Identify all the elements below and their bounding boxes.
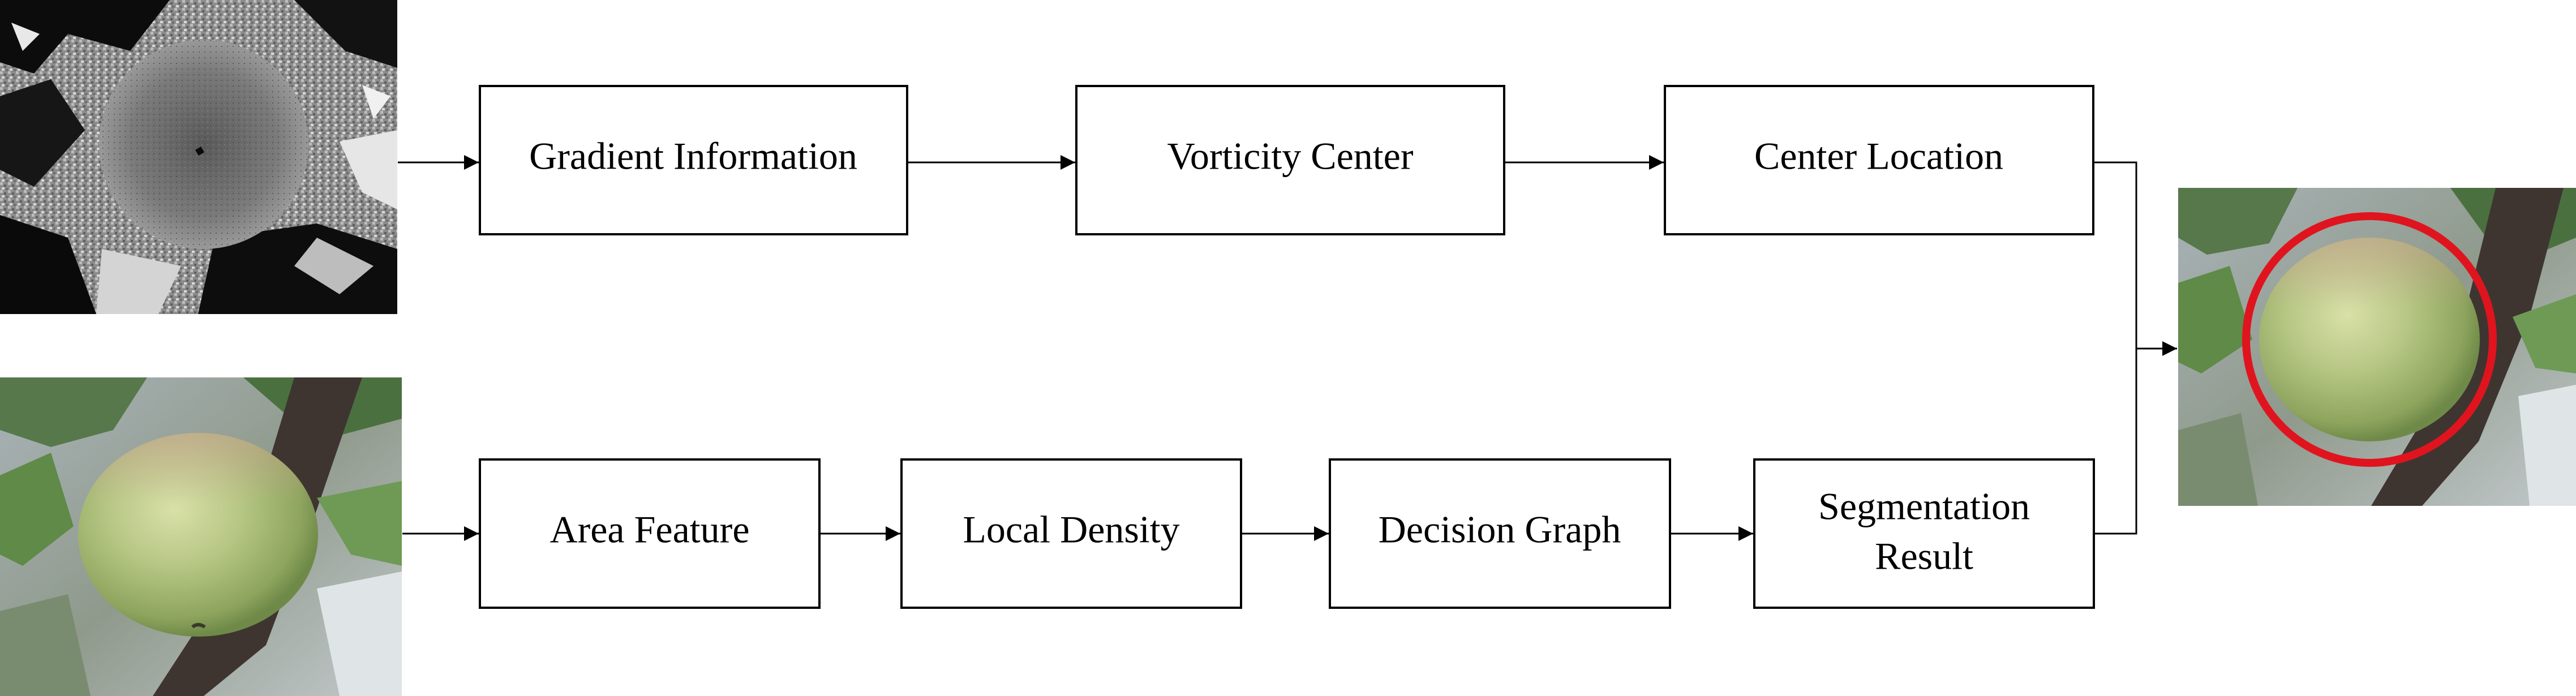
merge-line-center-location xyxy=(2093,161,2137,349)
apple-photo-image xyxy=(0,377,402,696)
box-area-feature-label: Area Feature xyxy=(549,508,749,551)
gradient-map-image xyxy=(0,0,397,314)
merge-line-segmentation-result xyxy=(2094,349,2137,535)
box-gradient-information: Gradient Information xyxy=(479,85,908,235)
box-center-location: Center Location xyxy=(1664,85,2094,235)
detection-circle xyxy=(2242,212,2497,467)
box-area-feature: Area Feature xyxy=(479,458,821,609)
box-gradient-information-label: Gradient Information xyxy=(529,135,857,178)
box-segmentation-result-label-line2: Result xyxy=(1875,535,1973,578)
box-vorticity-center: Vorticity Center xyxy=(1075,85,1505,235)
box-decision-graph: Decision Graph xyxy=(1329,458,1671,609)
box-segmentation-result-label-line1: Segmentation xyxy=(1818,485,2030,528)
box-decision-graph-label: Decision Graph xyxy=(1379,508,1621,551)
box-local-density-label: Local Density xyxy=(963,508,1179,551)
box-local-density: Local Density xyxy=(900,458,1242,609)
box-segmentation-result: Segmentation Result xyxy=(1753,458,2095,609)
box-center-location-label: Center Location xyxy=(1754,135,2003,178)
detected-apple-image xyxy=(2178,188,2576,506)
box-vorticity-center-label: Vorticity Center xyxy=(1167,135,1414,178)
